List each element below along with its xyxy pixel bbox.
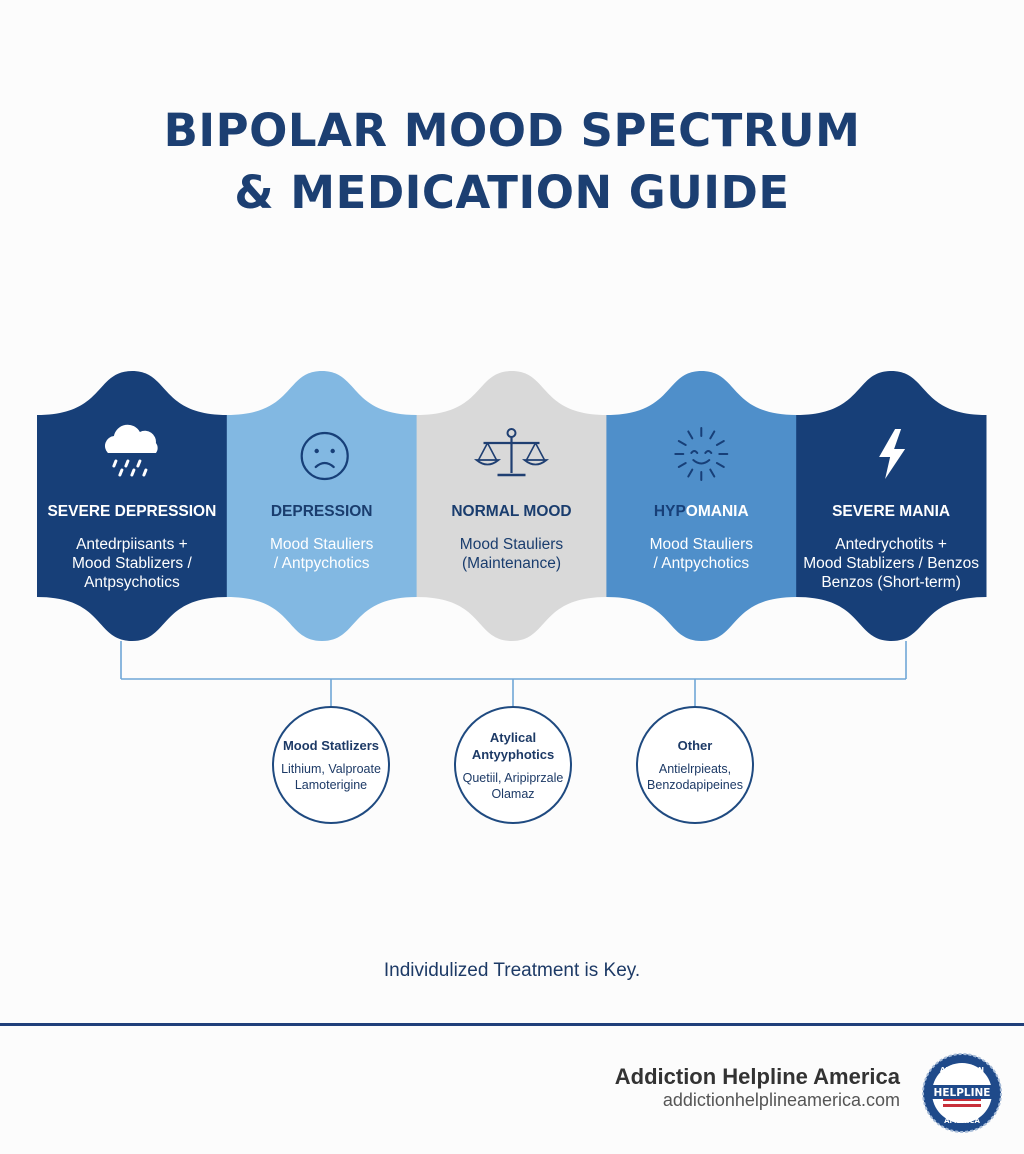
segment-label-part: HYP: [653, 503, 686, 520]
medication-line: Antedrpiisants +: [76, 536, 188, 553]
spectrum-segment-1: [37, 371, 228, 641]
medication-class-drugs: Lithium, Valproate Lamoterigine: [281, 762, 381, 792]
spectrum-segment-5: [796, 371, 987, 641]
medication-line: Mood Stauliers: [459, 536, 564, 553]
medication-line: Antpsychotics: [84, 574, 180, 591]
segment-label-3: NORMAL MOOD: [451, 503, 572, 520]
medication-line: / Antpychotics: [273, 555, 370, 572]
mood-spectrum-diagram: [37, 371, 987, 706]
medication-class-title: Mood Statlizers: [282, 738, 380, 753]
sun-smile-icon: [674, 427, 729, 481]
medication-line: Benzos (Short-term): [821, 574, 961, 591]
logo-seal-icon: ADDICTION HELPLINE AMERICA: [922, 1053, 1002, 1133]
rain-cloud-icon: [104, 424, 158, 477]
title-line-1: BIPOLAR MOOD SPECTRUM: [163, 104, 861, 157]
brand-logo: ADDICTION HELPLINE AMERICA: [922, 1053, 1002, 1133]
medication-line: Mood Stablizers / Benzos: [803, 555, 979, 572]
medication-line: / Antpychotics: [653, 555, 750, 572]
segment-medications-4: Mood Stauliers / Antpychotics: [606, 535, 796, 573]
medication-class-title: Atylical Antyyphotics: [471, 729, 555, 762]
brand-name: Addiction Helpline America: [614, 1064, 900, 1089]
medication-line: (Maintenance): [461, 555, 562, 572]
medication-line: Mood Stauliers: [269, 536, 374, 553]
segment-label-2: DEPRESSION: [270, 503, 373, 520]
segment-medications-3: Mood Stauliers (Maintenance): [417, 535, 607, 573]
medication-line: Antedrychotits +: [835, 536, 947, 553]
lightning-icon: [879, 429, 906, 479]
svg-text:ADDICTION: ADDICTION: [940, 1066, 984, 1074]
tagline: Individulized Treatment is Key.: [383, 960, 641, 981]
brand-url[interactable]: addictionhelplineamerica.com: [662, 1090, 900, 1110]
segment-label-5: SEVERE MANIA: [832, 503, 951, 520]
footer-divider: [0, 1023, 1024, 1026]
balance-scale-icon: [473, 428, 550, 477]
sad-face-icon: [300, 431, 349, 481]
segment-label-4: HYPOMANIA: [606, 503, 796, 521]
page-title: BIPOLAR MOOD SPECTRUM & MEDICATION GUIDE: [0, 100, 1024, 224]
svg-text:AMERICA: AMERICA: [944, 1117, 980, 1125]
title-line-2: & MEDICATION GUIDE: [234, 166, 790, 219]
medication-class-title: Other: [677, 738, 713, 753]
medication-line: Mood Stauliers: [649, 536, 753, 553]
medication-class-drugs: Antielrpieats, Benzodapipeines: [647, 762, 743, 792]
segment-medications-2: Mood Stauliers / Antpychotics: [227, 535, 417, 573]
segment-medications-5: Antedrychotits + Mood Stablizers / Benzos…: [796, 535, 986, 592]
spectrum-segment-2: [226, 371, 418, 641]
medication-line: Mood Stablizers /: [72, 555, 192, 572]
spectrum-segment-4: [606, 371, 797, 641]
segment-medications-1: Antedrpiisants + Mood Stablizers / Antpsyc…: [37, 535, 227, 592]
spectrum-segment-3: [416, 371, 607, 641]
svg-text:HELPLINE: HELPLINE: [934, 1087, 991, 1099]
medication-class-drugs: Quetiil, Aripiprzale Olamaz: [462, 770, 564, 801]
segment-label-part: OMANIA: [685, 503, 749, 520]
segment-label-1: SEVERE DEPRESSION: [47, 503, 217, 520]
